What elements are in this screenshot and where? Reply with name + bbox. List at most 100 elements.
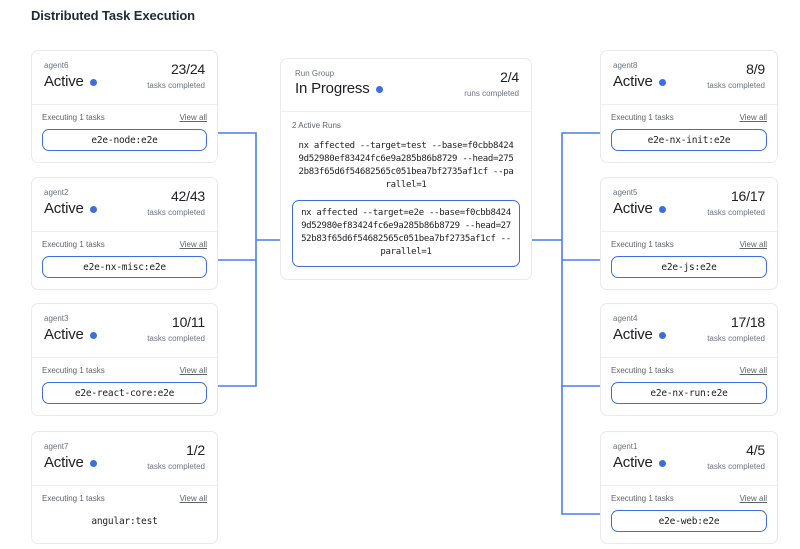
status-dot-icon [89, 79, 97, 86]
agent-card-body: Executing 1 tasks View all e2e-nx-run:e2… [601, 357, 777, 415]
executing-label: Executing 1 tasks [611, 113, 674, 122]
view-all-link[interactable]: View all [739, 113, 767, 122]
agent-body-header: Executing 1 tasks View all [42, 494, 207, 503]
task-count-block: 10/11 tasks completed [147, 313, 205, 345]
agent-status-label: Active [44, 454, 84, 471]
view-all-link[interactable]: View all [179, 240, 207, 249]
task-chip[interactable]: e2e-nx-misc:e2e [42, 256, 207, 278]
view-all-link[interactable]: View all [739, 366, 767, 375]
agent-body-header: Executing 1 tasks View all [611, 240, 767, 249]
agent-status-label: Active [613, 200, 653, 217]
agent-card-agent3[interactable]: agent3 Active 10/11 tasks completed Exec… [31, 303, 218, 416]
task-count-label: tasks completed [147, 334, 205, 343]
agent-name: agent6 [44, 61, 69, 70]
task-count-label: tasks completed [147, 462, 205, 471]
task-chip[interactable]: e2e-nx-init:e2e [611, 129, 767, 151]
agent-card-agent4[interactable]: agent4 Active 17/18 tasks completed Exec… [600, 303, 778, 416]
run-group-status-label: In Progress [295, 80, 370, 97]
status-dot-icon [658, 332, 666, 339]
agent-status-label: Active [613, 326, 653, 343]
agent-card-header: agent5 Active 16/17 tasks completed [601, 178, 777, 231]
agent-card-agent1[interactable]: agent1 Active 4/5 tasks completed Execut… [600, 431, 778, 544]
agent-status-label: Active [44, 326, 84, 343]
run-command[interactable]: nx affected --target=test --base=f0cbb84… [298, 141, 514, 190]
agent-body-header: Executing 1 tasks View all [42, 240, 207, 249]
task-chip[interactable]: e2e-react-core:e2e [42, 382, 207, 404]
agent-card-header: agent1 Active 4/5 tasks completed [601, 432, 777, 485]
agent-status: Active [44, 72, 205, 91]
agent-name: agent4 [613, 314, 638, 323]
agent-name: agent1 [613, 442, 638, 451]
task-count-label: tasks completed [707, 208, 765, 217]
agent-card-body: Executing 1 tasks View all e2e-js:e2e [601, 231, 777, 289]
agent-card-header: agent3 Active 10/11 tasks completed [32, 304, 217, 357]
agent-body-header: Executing 1 tasks View all [611, 113, 767, 122]
run-group-label: Run Group [295, 69, 335, 78]
agent-status-label: Active [44, 73, 84, 90]
status-dot-icon [658, 460, 666, 467]
task-chip[interactable]: angular:test [42, 510, 207, 532]
task-chip[interactable]: e2e-node:e2e [42, 129, 207, 151]
task-count-value: 17/18 [730, 314, 765, 330]
agent-card-agent8[interactable]: agent8 Active 8/9 tasks completed Execut… [600, 50, 778, 163]
view-all-link[interactable]: View all [179, 494, 207, 503]
run-group-body: 2 Active Runs nx affected --target=test … [281, 111, 531, 279]
agent-status-label: Active [613, 454, 653, 471]
run-group-card[interactable]: Run Group In Progress 2/4 runs completed… [280, 58, 532, 280]
view-all-link[interactable]: View all [179, 366, 207, 375]
status-dot-icon [375, 86, 383, 93]
view-all-link[interactable]: View all [739, 494, 767, 503]
task-count-label: tasks completed [707, 81, 765, 90]
agent-body-header: Executing 1 tasks View all [611, 494, 767, 503]
agent-status: Active [613, 72, 765, 91]
status-dot-icon [89, 206, 97, 213]
task-count-label: tasks completed [707, 334, 765, 343]
agent-card-body: Executing 1 tasks View all angular:test [32, 485, 217, 543]
agent-name: agent5 [613, 188, 638, 197]
task-count-value: 16/17 [730, 188, 765, 204]
agent-card-header: agent6 Active 23/24 tasks completed [32, 51, 217, 104]
agent-card-agent6[interactable]: agent6 Active 23/24 tasks completed Exec… [31, 50, 218, 163]
agent-card-header: agent2 Active 42/43 tasks completed [32, 178, 217, 231]
task-count-value: 10/11 [172, 314, 205, 330]
run-count-block: 2/4 runs completed [464, 68, 519, 100]
task-count-block: 16/17 tasks completed [707, 187, 765, 219]
run-group-status: In Progress [295, 80, 517, 97]
agent-card-agent2[interactable]: agent2 Active 42/43 tasks completed Exec… [31, 177, 218, 290]
executing-label: Executing 1 tasks [42, 240, 105, 249]
executing-label: Executing 1 tasks [611, 240, 674, 249]
executing-label: Executing 1 tasks [611, 494, 674, 503]
agent-body-header: Executing 1 tasks View all [611, 366, 767, 375]
agent-card-agent5[interactable]: agent5 Active 16/17 tasks completed Exec… [600, 177, 778, 290]
view-all-link[interactable]: View all [179, 113, 207, 122]
agent-card-agent7[interactable]: agent7 Active 1/2 tasks completed Execut… [31, 431, 218, 544]
run-command-active[interactable]: nx affected --target=e2e --base=f0cbb842… [292, 200, 520, 267]
task-chip[interactable]: e2e-nx-run:e2e [611, 382, 767, 404]
task-count-label: tasks completed [707, 462, 765, 471]
agent-card-body: Executing 1 tasks View all e2e-react-cor… [32, 357, 217, 415]
task-count-block: 1/2 tasks completed [147, 441, 205, 473]
task-count-value: 1/2 [186, 442, 205, 458]
executing-label: Executing 1 tasks [611, 366, 674, 375]
agent-name: agent3 [44, 314, 69, 323]
status-dot-icon [89, 460, 97, 467]
task-count-block: 8/9 tasks completed [707, 60, 765, 92]
agent-name: agent7 [44, 442, 69, 451]
run-group-header: Run Group In Progress 2/4 runs completed [281, 59, 531, 111]
task-count-label: tasks completed [147, 208, 205, 217]
agent-name: agent2 [44, 188, 69, 197]
agent-card-body: Executing 1 tasks View all e2e-web:e2e [601, 485, 777, 543]
agent-card-body: Executing 1 tasks View all e2e-nx-init:e… [601, 104, 777, 162]
agent-card-header: agent8 Active 8/9 tasks completed [601, 51, 777, 104]
task-count-block: 17/18 tasks completed [707, 313, 765, 345]
agent-card-header: agent4 Active 17/18 tasks completed [601, 304, 777, 357]
agent-status: Active [44, 199, 205, 218]
task-count-value: 42/43 [170, 188, 205, 204]
task-count-value: 23/24 [170, 61, 205, 77]
task-chip[interactable]: e2e-web:e2e [611, 510, 767, 532]
agent-status-label: Active [613, 73, 653, 90]
view-all-link[interactable]: View all [739, 240, 767, 249]
task-chip[interactable]: e2e-js:e2e [611, 256, 767, 278]
status-dot-icon [89, 332, 97, 339]
run-count-label: runs completed [464, 89, 519, 98]
